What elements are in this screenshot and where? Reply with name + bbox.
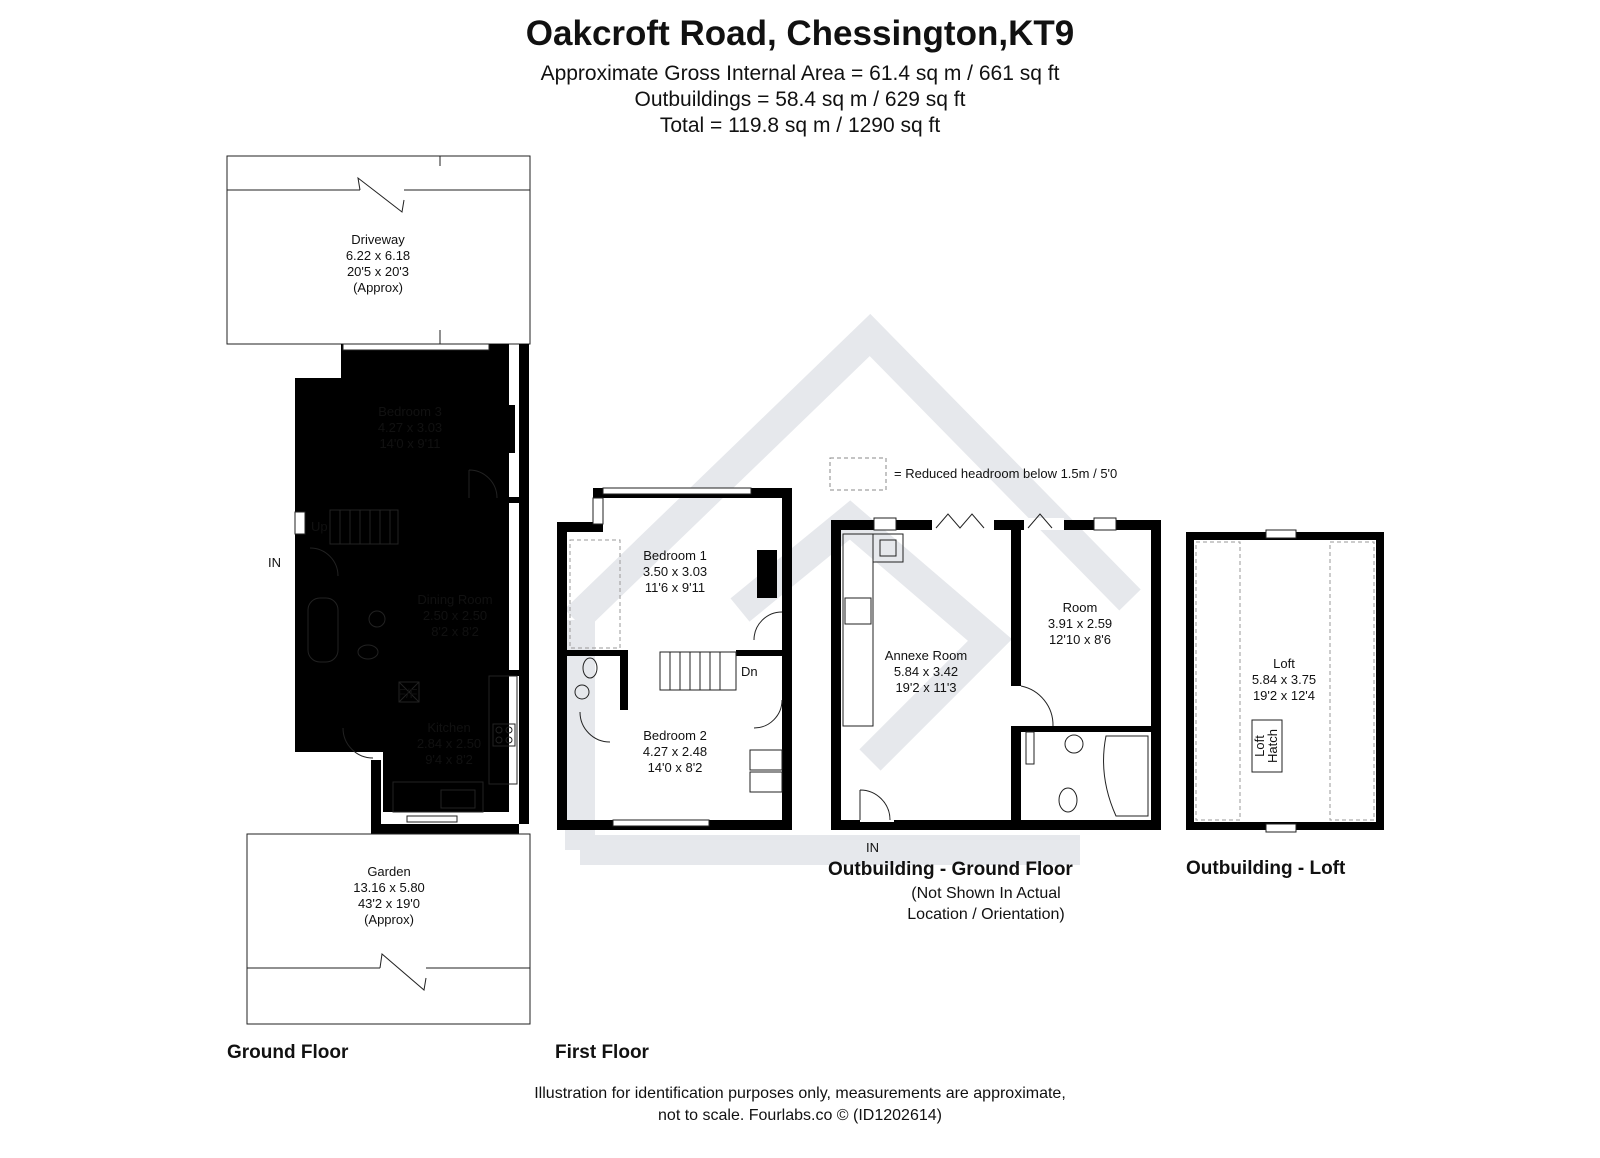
garden-note: (Approx)	[364, 912, 414, 927]
stairs-first	[659, 651, 737, 691]
basin-icon-first	[574, 684, 590, 700]
total-area-text: Total = 119.8 sq m / 1290 sq ft	[659, 114, 941, 137]
bathtub-icon	[307, 597, 339, 663]
gross-area-text: Approximate Gross Internal Area = 61.4 s…	[540, 62, 1060, 85]
bedroom1-name: Bedroom 1	[643, 548, 707, 563]
driveway-imperial: 20'5 x 20'3	[347, 264, 409, 279]
loft-name: Loft	[1273, 656, 1295, 671]
bedroom3-metric: 4.27 x 3.03	[378, 420, 442, 435]
dn-marker: Dn	[741, 664, 758, 679]
outbuilding-ground-note-2: Location / Orientation)	[907, 906, 1064, 923]
ground-floor-label: Ground Floor	[227, 1042, 349, 1063]
bedroom3-name: Bedroom 3	[378, 404, 442, 419]
bath-icon-outbuilding	[1103, 735, 1149, 817]
dining-imperial: 8'2 x 8'2	[431, 624, 479, 639]
room-metric: 3.91 x 2.59	[1048, 616, 1112, 631]
ground-floor-walls	[295, 344, 529, 834]
sink-icon	[440, 789, 476, 809]
reduced-headroom-swatch	[829, 457, 887, 491]
room-imperial: 12'10 x 8'6	[1049, 632, 1111, 647]
ff-marker: F/F	[398, 686, 418, 701]
bedroom1-metric: 3.50 x 3.03	[643, 564, 707, 579]
loft-hatch-label-2: Hatch	[1265, 729, 1280, 763]
kitchen-name: Kitchen	[427, 720, 470, 735]
driveway-name: Driveway	[351, 232, 405, 247]
kitchen-counter	[392, 781, 484, 813]
in-marker-main: IN	[268, 555, 281, 570]
outbuilding-loft-label: Outbuilding - Loft	[1186, 858, 1346, 879]
loft-hatch	[1251, 719, 1283, 773]
stairs-ground	[329, 509, 399, 545]
watermark-logo	[564, 313, 1141, 865]
annexe-imperial: 19'2 x 11'3	[895, 680, 956, 695]
dining-metric: 2.50 x 2.50	[423, 608, 487, 623]
page-title: Oakcroft Road, Chessington,KT9	[525, 14, 1075, 53]
footer-line-2: not to scale. Fourlabs.co © (ID1202614)	[658, 1107, 942, 1124]
garden-name: Garden	[367, 864, 410, 879]
driveway-note: (Approx)	[353, 280, 403, 295]
basin-icon-outbuilding	[1064, 734, 1084, 754]
hob-icon	[492, 723, 516, 747]
first-floor-plan	[557, 487, 792, 830]
loft-imperial: 19'2 x 12'4	[1253, 688, 1315, 703]
reduced-headroom-legend: = Reduced headroom below 1.5m / 5'0	[894, 466, 1117, 481]
basin-icon	[368, 610, 386, 628]
bedroom2-metric: 4.27 x 2.48	[643, 744, 707, 759]
first-floor-walls	[557, 488, 792, 830]
outbuilding-ground-label: Outbuilding - Ground Floor	[828, 859, 1073, 880]
garden-metric: 13.16 x 5.80	[353, 880, 425, 895]
footer-disclaimer: Illustration for identification purposes…	[0, 1083, 1600, 1127]
in-marker-outbuilding: IN	[866, 840, 879, 855]
dining-name: Dining Room	[417, 592, 492, 607]
kitchen-metric: 2.84 x 2.50	[417, 736, 481, 751]
hob-icon-outbuilding	[844, 597, 872, 625]
bedroom2-name: Bedroom 2	[643, 728, 707, 743]
garden-imperial: 43'2 x 19'0	[358, 896, 420, 911]
annexe-metric: 5.84 x 3.42	[894, 664, 958, 679]
toilet-icon-outbuilding	[1058, 787, 1078, 813]
ground-floor-plan	[226, 155, 531, 1025]
up-marker: Up	[311, 519, 328, 534]
first-floor-label: First Floor	[555, 1042, 650, 1063]
kitchen-imperial: 9'4 x 8'2	[425, 752, 473, 767]
outbuilding-ground-plan	[831, 513, 1161, 830]
loft-hatch-label-1: Loft	[1252, 735, 1267, 757]
annexe-name: Annexe Room	[885, 648, 967, 663]
bedroom2-imperial: 14'0 x 8'2	[648, 760, 703, 775]
garden-area	[246, 833, 531, 1025]
bedroom3-imperial: 14'0 x 9'11	[379, 436, 440, 451]
bedroom1-imperial: 11'6 x 9'11	[645, 580, 705, 595]
outbuilding-ground-note-1: (Not Shown In Actual	[911, 885, 1060, 902]
loft-metric: 5.84 x 3.75	[1252, 672, 1316, 687]
footer-line-1: Illustration for identification purposes…	[534, 1085, 1066, 1102]
outbuilding-loft-plan	[1186, 529, 1384, 833]
toilet-icon	[357, 644, 379, 660]
driveway-metric: 6.22 x 6.18	[346, 248, 410, 263]
room-name: Room	[1063, 600, 1098, 615]
outbuildings-area-text: Outbuildings = 58.4 sq m / 629 sq ft	[634, 88, 966, 111]
toilet-icon-first	[582, 657, 598, 679]
